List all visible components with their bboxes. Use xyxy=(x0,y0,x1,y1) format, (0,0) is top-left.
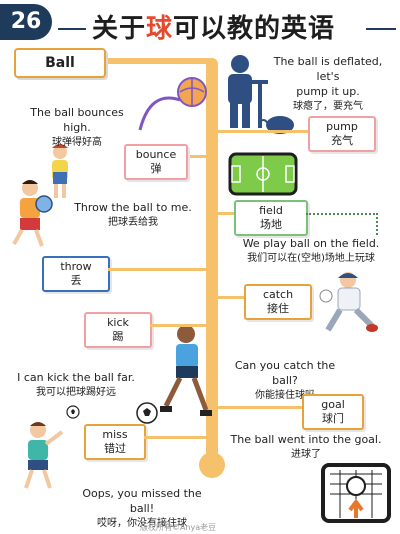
connector-field-v xyxy=(376,213,378,235)
pump-man-illustration xyxy=(228,55,268,128)
flat-ball-illustration xyxy=(258,116,294,134)
trunk xyxy=(206,58,218,462)
title-divider-right xyxy=(366,28,396,30)
word-catch-cn: 接住 xyxy=(267,302,289,315)
sentence-kick-cn: 我可以把球踢好远 xyxy=(36,387,116,398)
sentence-goal: The ball went into the goal. 进球了 xyxy=(226,432,386,462)
word-throw-cn: 丢 xyxy=(70,274,82,287)
word-pump-en: pump xyxy=(326,120,358,133)
word-miss-cn: 错过 xyxy=(104,442,126,455)
sentence-bounce-cn: 球弹得好高 xyxy=(52,137,102,148)
kicker-illustration xyxy=(160,325,212,416)
topic-label: Ball xyxy=(14,48,106,78)
catcher-illustration xyxy=(319,272,378,332)
branch-throw xyxy=(108,268,208,271)
sentence-miss-cn: 哎呀，你没有接住球 xyxy=(97,518,187,529)
word-card-catch: catch 接住 xyxy=(244,284,312,320)
word-miss-en: miss xyxy=(102,428,128,441)
sentence-goal-en: The ball went into the goal. xyxy=(230,433,382,446)
word-kick-en: kick xyxy=(107,316,129,329)
branch-catch xyxy=(218,296,244,299)
word-card-kick: kick 踢 xyxy=(84,312,152,348)
sentence-miss: Oops, you missed the ball! 哎呀，你没有接住球 xyxy=(72,486,212,531)
sentence-field: We play ball on the field. 我们可以在(空地)场地上玩… xyxy=(226,236,396,266)
throwing-kid-illustration xyxy=(12,180,53,247)
sentence-goal-cn: 进球了 xyxy=(291,449,321,460)
sentence-catch-cn: 你能接住球吗 xyxy=(255,390,315,401)
sentence-pump-cn: 球瘪了，要充气 xyxy=(293,101,363,112)
word-throw-en: throw xyxy=(60,260,92,273)
word-goal-cn: 球门 xyxy=(322,412,344,425)
footer-credit: 版权所有©Anya老豆 xyxy=(140,523,217,532)
girl-bouncing-illustration xyxy=(52,144,68,198)
sentence-kick-en: I can kick the ball far. xyxy=(17,371,135,384)
sentence-bounce-en: The ball bounces high. xyxy=(30,106,124,134)
word-catch-en: catch xyxy=(262,288,294,301)
title-highlight: 球 xyxy=(146,14,174,44)
branch-bounce xyxy=(186,155,208,158)
word-card-pump: pump 充气 xyxy=(308,116,376,152)
branch-goal xyxy=(218,406,302,409)
word-card-throw: throw 丢 xyxy=(42,256,110,292)
word-bounce-en: bounce xyxy=(135,148,177,161)
word-field-en: field xyxy=(259,204,283,217)
branch-miss xyxy=(144,436,208,439)
branch-pump xyxy=(218,130,308,133)
bounce-ball-illustration xyxy=(138,77,207,131)
sentence-miss-en: Oops, you missed the ball! xyxy=(82,487,202,515)
sentence-pump-en-2: pump it up. xyxy=(296,85,360,98)
goal-net-illustration xyxy=(321,463,391,523)
word-card-field: field 场地 xyxy=(234,200,308,236)
sentence-throw-cn: 把球丢给我 xyxy=(108,217,158,228)
word-kick-cn: 踢 xyxy=(112,330,124,343)
sentence-field-en: We play ball on the field. xyxy=(242,237,380,250)
page-number-badge: 26 xyxy=(0,4,52,40)
field-illustration xyxy=(228,152,298,196)
page-title: 关于球可以教的英语 xyxy=(92,8,335,45)
sentence-kick: I can kick the ball far. 我可以把球踢好远 xyxy=(16,370,136,400)
title-suffix: 可以教的英语 xyxy=(173,14,336,44)
trunk-top-bar xyxy=(100,58,212,64)
sentence-catch: Can you catch the ball? 你能接住球吗 xyxy=(226,358,344,403)
title-prefix: 关于 xyxy=(92,14,147,44)
sentence-bounce: The ball bounces high. 球弹得好高 xyxy=(18,105,136,150)
word-card-bounce: bounce 弹 xyxy=(124,144,188,180)
branch-kick xyxy=(150,324,208,327)
soccer-ball-icon xyxy=(136,402,158,424)
connector-field-h xyxy=(306,213,378,215)
sentence-pump: The ball is deflated, let's pump it up. … xyxy=(262,54,394,114)
title-divider-left xyxy=(58,28,86,30)
word-card-goal: goal 球门 xyxy=(302,394,364,430)
sentence-catch-en: Can you catch the ball? xyxy=(234,359,336,387)
trunk-knob xyxy=(199,452,225,478)
small-soccer-ball-icon xyxy=(66,405,80,419)
word-card-miss: miss 错过 xyxy=(84,424,146,460)
sentence-pump-en-1: The ball is deflated, let's xyxy=(273,55,383,83)
word-field-cn: 场地 xyxy=(260,218,282,231)
word-pump-cn: 充气 xyxy=(331,134,353,147)
sentence-field-cn: 我们可以在(空地)场地上玩球 xyxy=(247,253,375,264)
missing-kid-illustration xyxy=(24,422,64,489)
sentence-throw: Throw the ball to me. 把球丢给我 xyxy=(68,200,198,230)
sentence-throw-en: Throw the ball to me. xyxy=(74,201,192,214)
word-bounce-cn: 弹 xyxy=(150,162,162,175)
branch-field xyxy=(218,212,234,215)
word-goal-en: goal xyxy=(321,398,345,411)
